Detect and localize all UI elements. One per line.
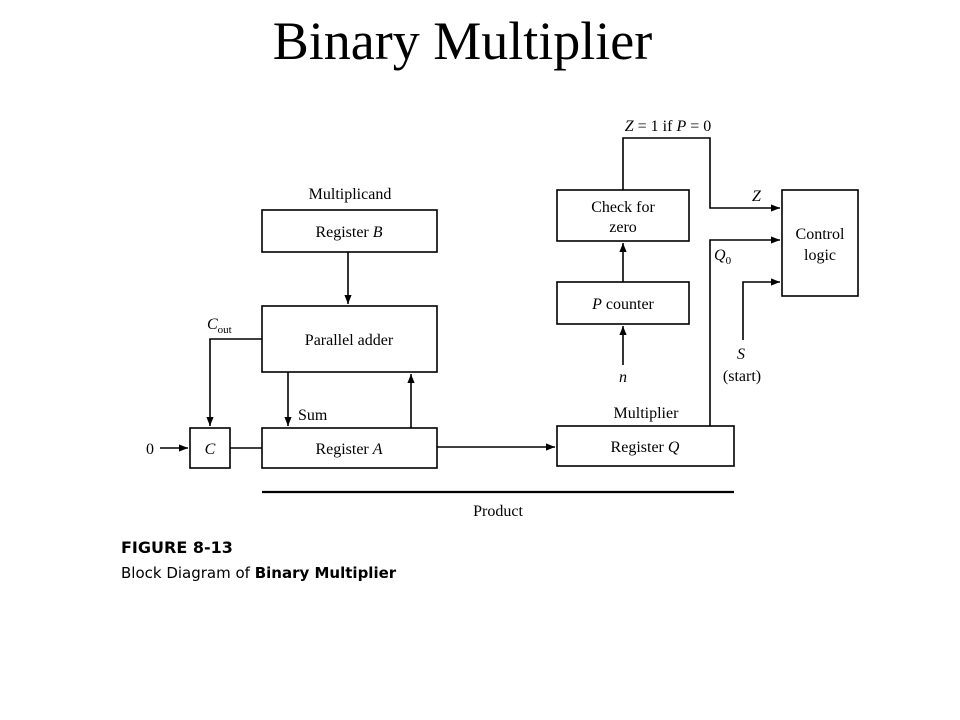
check-zero-label: Check for bbox=[591, 199, 655, 216]
p-counter-box bbox=[556, 281, 690, 325]
cout-label: Cout bbox=[207, 316, 232, 336]
n-label: n bbox=[619, 369, 627, 386]
start-label: (start) bbox=[723, 368, 761, 385]
control-logic-label-2: logic bbox=[804, 247, 836, 264]
z-label: Z bbox=[752, 188, 762, 205]
multiplier-label: Multiplier bbox=[614, 405, 680, 422]
parallel-adder-box bbox=[261, 305, 438, 373]
s-label: S bbox=[737, 346, 745, 363]
register-q-label: Register Q bbox=[611, 439, 680, 456]
z-condition-label: Z = 1 if P = 0 bbox=[625, 118, 712, 135]
slide-title: Binary Multiplier bbox=[272, 11, 653, 71]
register-b-box bbox=[261, 209, 438, 253]
register-a-box bbox=[261, 427, 438, 469]
cout-wire bbox=[206, 338, 262, 426]
register-c-label: C bbox=[205, 441, 216, 458]
q0-label: Q0 bbox=[714, 247, 732, 267]
multiplicand-label: Multiplicand bbox=[309, 186, 392, 203]
q0-wire bbox=[709, 236, 780, 426]
register-q-box bbox=[556, 425, 735, 467]
sum-label: Sum bbox=[298, 407, 328, 424]
check-zero-label-2: zero bbox=[609, 219, 637, 236]
figure-caption: Block Diagram of Binary Multiplier bbox=[121, 564, 397, 582]
product-label: Product bbox=[473, 503, 523, 520]
z-wire bbox=[622, 137, 780, 212]
register-a-label: Register A bbox=[315, 441, 382, 458]
figure-number: FIGURE 8-13 bbox=[121, 538, 233, 557]
control-logic-box bbox=[781, 189, 859, 297]
zero-input-label: 0 bbox=[146, 441, 154, 458]
check-zero-box bbox=[556, 189, 690, 242]
register-c-box bbox=[189, 427, 231, 469]
register-b-label: Register B bbox=[315, 224, 382, 241]
p-counter-label: P counter bbox=[591, 296, 654, 313]
start-wire bbox=[742, 278, 780, 340]
parallel-adder-label: Parallel adder bbox=[305, 332, 394, 349]
control-logic-label: Control bbox=[796, 226, 845, 243]
